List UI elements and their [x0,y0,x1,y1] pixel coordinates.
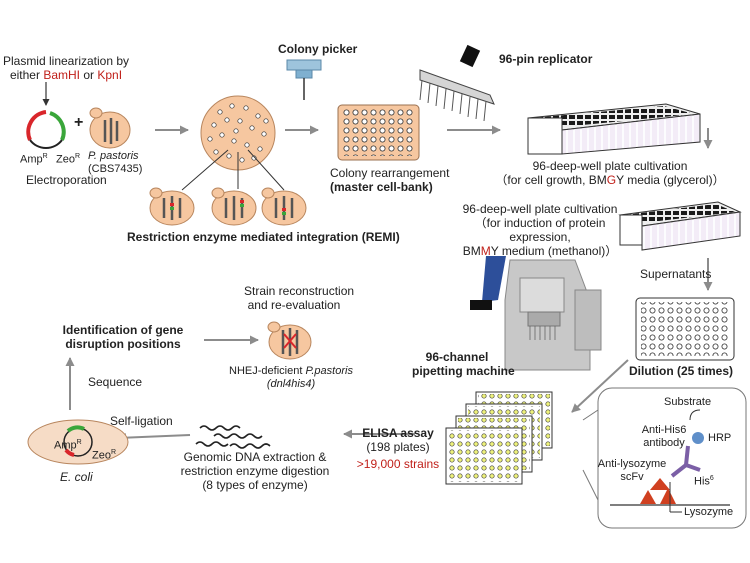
substrate-label: Substrate [664,396,712,408]
pin-replicator-icon [419,44,495,122]
cultivation-2-label: 96-deep-well plate cultivation （for indu… [462,202,618,258]
ecoli-amp-label: AmpR [54,439,82,452]
amp-label: AmpR [20,153,48,166]
genomic-dna-label: Genomic DNA extraction & restriction enz… [180,450,330,492]
ecoli-label: E. coli [60,470,93,484]
his-label: His6 [694,475,714,488]
remi-cells [149,187,307,226]
pipetting-machine-label: 96-channel pipetting machine [412,350,515,378]
self-ligation-label: Self-ligation [110,414,173,428]
anti-lysozyme-label: Anti-lysozyme scFv [597,458,667,483]
electroporation-label: Electroporation [26,173,107,187]
colony-picker-icon [286,59,322,100]
arrow-to-ecoli [117,433,191,443]
ecoli-cell [27,419,129,465]
plasmid-red-segment [26,110,47,141]
elisa-inset [582,387,747,529]
petri-dish [181,95,285,191]
colony-picker-label: Colony picker [278,42,358,56]
nhej-label: NHEJ-deficient P.pastoris (dnl4his4) [229,365,353,390]
identification-label: Identification of gene disruption positi… [62,323,184,351]
colony-rearrangement-label: Colony rearrangement (master cell-bank) [330,166,450,194]
master-plate [337,104,420,161]
deepwell-plate-1 [527,103,701,155]
plasmid-green-segment [49,111,66,141]
dna-fragments [195,425,271,449]
plasmid-linearization-label: Plasmid linearization by either BamHI or… [2,54,130,82]
strain-reconstruction-label: Strain reconstruction and re-evaluation [244,284,355,312]
yeast-cell [89,107,131,149]
plasmid-group [26,82,66,149]
elisa-label: ELISA assay (198 plates) >19,000 strains [348,426,448,471]
pin-replicator-label: 96-pin replicator [499,52,593,66]
lysozyme-label: Lysozyme [684,506,734,518]
deepwell-plate-2 [618,201,742,251]
hrp-label: HRP [708,432,732,444]
sequence-label: Sequence [88,375,143,389]
anti-his-label: Anti-His6 antibody [641,424,687,449]
strain-count: >19,000 strains [356,457,440,471]
supernatants-label: Supernatants [640,267,712,281]
dilution-label: Dilution (25 times) [629,364,734,378]
remi-label: Restriction enzyme mediated integration … [127,230,400,244]
nhej-cell [267,321,312,360]
plasmid-black-segment [29,139,63,149]
bamhi-label: BamHI [43,68,80,82]
pipetting-machine-icon [470,256,602,371]
plus-sign: + [74,114,84,131]
zeo-label: ZeoR [56,153,81,166]
ecoli-zeo-label: ZeoR [92,449,117,462]
yeast-label: P. pastoris (CBS7435) [88,150,143,175]
kpni-label: KpnI [97,68,123,82]
elisa-plates [445,391,553,485]
cultivation-1-label: 96-deep-well plate cultivation （for cell… [495,159,725,187]
dilution-plate [635,297,735,361]
arrow-to-elisa [571,359,629,413]
